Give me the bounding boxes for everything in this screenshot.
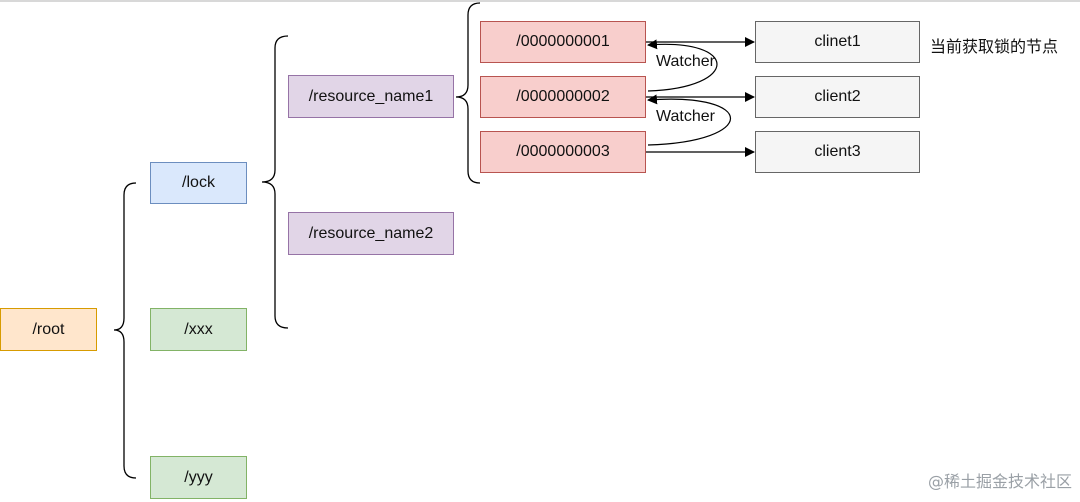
current-lock-note: 当前获取锁的节点 xyxy=(930,37,1059,56)
top-divider xyxy=(0,0,1080,2)
node-root: /root xyxy=(0,308,97,351)
node-resource-name1: /resource_name1 xyxy=(288,75,454,118)
watcher-label-1: Watcher xyxy=(656,53,715,70)
brace-root-children xyxy=(113,182,137,479)
brace-lock-resources xyxy=(261,35,289,329)
node-client-3: client3 xyxy=(755,131,920,173)
node-yyy: /yyy xyxy=(150,456,247,499)
node-sequence-1: /0000000001 xyxy=(480,21,646,63)
watcher-label-2: Watcher xyxy=(656,108,715,125)
node-lock: /lock xyxy=(150,162,247,204)
node-sequence-2: /0000000002 xyxy=(480,76,646,118)
node-sequence-3: /0000000003 xyxy=(480,131,646,173)
node-resource-name2: /resource_name2 xyxy=(288,212,454,255)
node-client-2: client2 xyxy=(755,76,920,118)
brace-resource-sequences xyxy=(455,2,481,184)
watermark: @稀土掘金技术社区 xyxy=(927,472,1072,491)
node-xxx: /xxx xyxy=(150,308,247,351)
watcher-curve-1 xyxy=(647,39,718,92)
watcher-curve-2 xyxy=(647,94,731,146)
node-client-1: clinet1 xyxy=(755,21,920,63)
